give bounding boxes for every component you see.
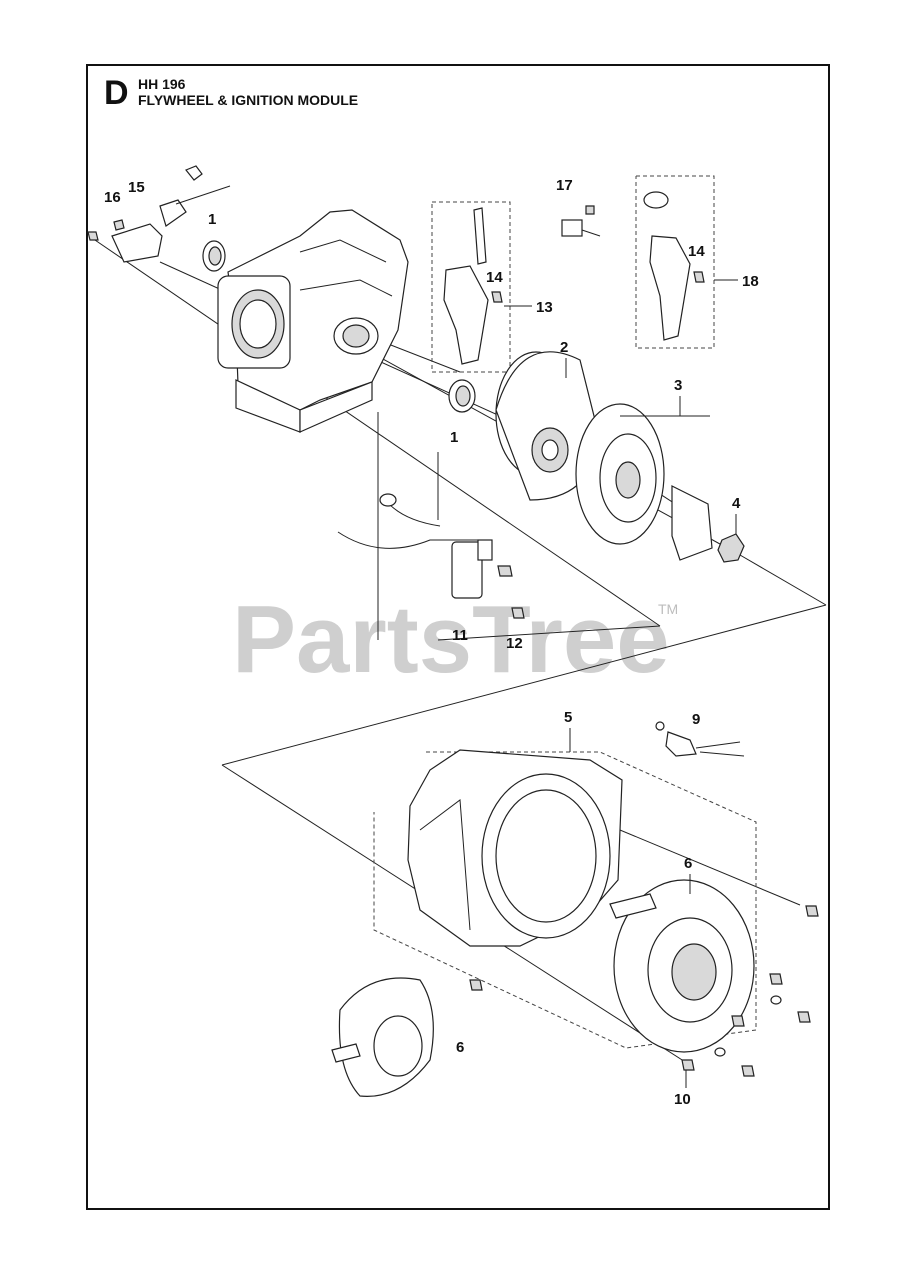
- callout-10: 10: [674, 1091, 691, 1108]
- fasteners: [469, 905, 819, 1077]
- callout-9: 9: [692, 711, 700, 728]
- ignition-coil: [337, 493, 525, 619]
- diagram-title: FLYWHEEL & IGNITION MODULE: [138, 92, 359, 108]
- callout-labels: 16 15 1 14 13 17 14 18 2 1 3 4 11 12 5 9…: [104, 177, 759, 1108]
- callout-16: 16: [104, 189, 121, 206]
- callout-15: 15: [128, 179, 145, 196]
- callout-6-left: 6: [456, 1039, 464, 1056]
- recoil-starter-right: [609, 879, 755, 1053]
- callout-14-left: 14: [486, 269, 503, 286]
- section-letter: D: [104, 74, 129, 112]
- group-box-5: [373, 751, 757, 1049]
- callout-4: 4: [732, 495, 741, 512]
- callout-1-lower: 1: [450, 429, 458, 446]
- breather-assembly: [87, 165, 231, 263]
- callout-17: 17: [556, 177, 573, 194]
- callout-6-right: 6: [684, 855, 692, 872]
- callout-12: 12: [506, 635, 523, 652]
- group-box-18: [635, 175, 715, 349]
- leader-lines: [504, 279, 738, 1088]
- wire-clip-17: [561, 205, 601, 237]
- cooling-fan: [575, 403, 713, 561]
- callout-11: 11: [452, 627, 468, 644]
- blower-housing: [407, 749, 623, 947]
- flywheel: [495, 351, 601, 501]
- diagram-frame: [86, 64, 830, 1210]
- engine-crankcase: [217, 209, 409, 433]
- callout-3: 3: [674, 377, 682, 394]
- kill-switch-wire: [655, 721, 745, 757]
- model-number: HH 196: [138, 76, 186, 92]
- oil-seal-lower: [448, 379, 476, 413]
- flywheel-nut: [717, 533, 745, 563]
- callout-13: 13: [536, 299, 553, 316]
- ignition-bracket-13: [443, 207, 503, 365]
- bracket-18: [643, 191, 705, 341]
- callout-18: 18: [742, 273, 759, 290]
- oil-seal-top: [202, 240, 226, 272]
- watermark-trademark: TM: [658, 601, 678, 617]
- callout-14-right: 14: [688, 243, 705, 260]
- callout-1-top: 1: [208, 211, 216, 228]
- callout-2: 2: [560, 339, 568, 356]
- recoil-starter-left: [331, 977, 434, 1097]
- callout-5: 5: [564, 709, 572, 726]
